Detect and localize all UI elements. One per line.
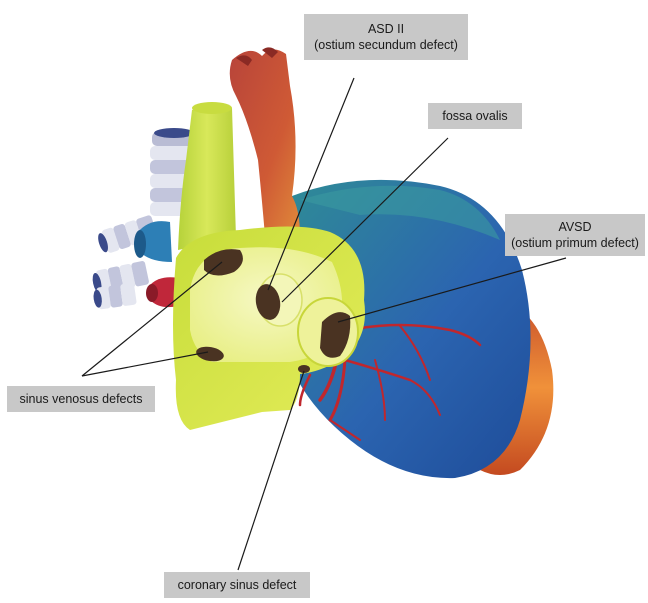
label-fossa-ovalis-text: fossa ovalis <box>442 108 507 124</box>
label-asd-ii-line1: ASD II <box>368 21 404 37</box>
aorta <box>230 47 300 236</box>
label-fossa-ovalis: fossa ovalis <box>428 103 522 129</box>
label-avsd-line1: AVSD <box>558 219 591 235</box>
label-sinus-venosus-text: sinus venosus defects <box>20 391 143 407</box>
label-asd-ii-line2: (ostium secundum defect) <box>314 37 458 53</box>
label-coronary-sinus: coronary sinus defect <box>164 572 310 598</box>
label-coronary-sinus-text: coronary sinus defect <box>178 577 297 593</box>
label-sinus-venosus: sinus venosus defects <box>7 386 155 412</box>
label-asd-ii: ASD II (ostium secundum defect) <box>304 14 468 60</box>
superior-vena-cava <box>178 102 236 250</box>
label-avsd-line2: (ostium primum defect) <box>511 235 639 251</box>
label-avsd: AVSD (ostium primum defect) <box>505 214 645 256</box>
